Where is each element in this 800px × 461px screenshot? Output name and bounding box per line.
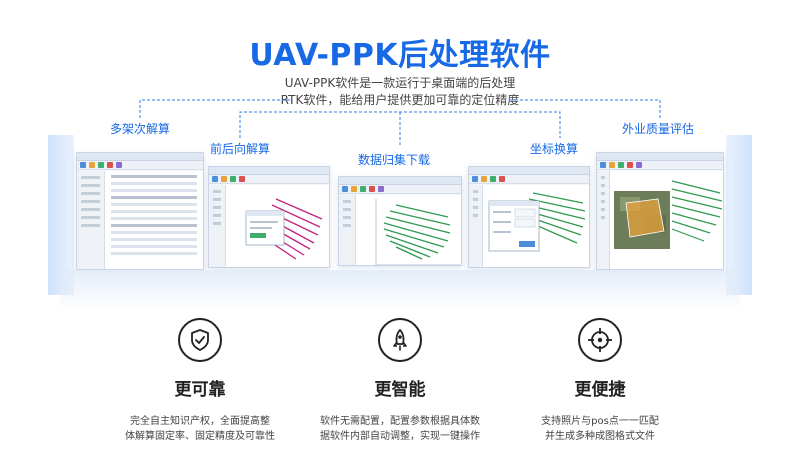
subtitle-line-1: UAV-PPK软件是一款运行于桌面端的后处理 <box>284 76 516 90</box>
window-toolbar <box>339 185 461 194</box>
subtitle: UAV-PPK软件是一款运行于桌面端的后处理 RTK软件，能给用户提供更加可靠的… <box>0 75 800 109</box>
subtitle-line-2: RTK软件，能给用户提供更加可靠的定位精度 <box>280 93 520 107</box>
feature-description: 完全自主知识产权，全面提高整 体解算固定率、固定精度及可靠性 <box>100 414 300 444</box>
panel-reflection <box>60 270 740 310</box>
feature-smart: 更智能 软件无需配置，配置参数根据具体数 据软件内部自动调整，实现一键操作 <box>300 318 500 444</box>
window-main <box>225 185 329 267</box>
feature-desc-line-2: 并生成多种成图格式文件 <box>545 431 655 442</box>
callout-forward-backward: 前后向解算 <box>210 142 271 156</box>
screenshot-quality-eval <box>596 152 724 270</box>
callout-data-download: 数据归集下载 <box>358 153 431 167</box>
window-main <box>483 185 589 267</box>
window-sidebar <box>469 185 484 267</box>
window-titlebar <box>77 153 203 161</box>
feature-title: 更便捷 <box>574 380 626 400</box>
feature-title: 更可靠 <box>174 380 226 400</box>
window-main <box>104 171 203 269</box>
crosshair-icon <box>578 318 622 362</box>
feature-desc-line-2: 据软件内部自动调整，实现一键操作 <box>320 431 480 442</box>
window-sidebar <box>339 195 357 265</box>
feature-reliable: 更可靠 完全自主知识产权，全面提高整 体解算固定率、固定精度及可靠性 <box>100 318 300 444</box>
right-edge-decoration <box>726 135 752 295</box>
window-toolbar <box>597 161 723 170</box>
flight-track-plot <box>375 199 461 265</box>
flight-track-plot <box>488 192 586 252</box>
callout-coordinate-convert: 坐标换算 <box>530 142 579 156</box>
survey-area <box>625 198 665 238</box>
window-titlebar <box>597 153 723 161</box>
feature-desc-line-1: 支持照片与pos点一一匹配 <box>541 416 659 427</box>
window-toolbar <box>469 175 589 184</box>
feature-convenient: 更便捷 支持照片与pos点一一匹配 并生成多种成图格式文件 <box>500 318 700 444</box>
callout-multi-solve: 多架次解算 <box>110 122 171 136</box>
callout-quality-eval: 外业质量评估 <box>622 122 695 136</box>
feature-desc-line-1: 软件无需配置，配置参数根据具体数 <box>320 416 480 427</box>
window-titlebar <box>469 167 589 175</box>
window-main <box>609 171 723 269</box>
feature-description: 软件无需配置，配置参数根据具体数 据软件内部自动调整，实现一键操作 <box>300 414 500 444</box>
window-titlebar <box>339 177 461 185</box>
screenshot-forward-backward <box>208 166 330 268</box>
flight-track-plot <box>245 198 323 260</box>
window-main <box>356 195 461 265</box>
feature-desc-line-2: 体解算固定率、固定精度及可靠性 <box>125 431 275 442</box>
window-toolbar <box>77 161 203 170</box>
window-sidebar <box>597 171 610 269</box>
left-edge-decoration <box>48 135 74 295</box>
rocket-icon <box>378 318 422 362</box>
shield-check-icon <box>178 318 222 362</box>
screenshot-multi-solve <box>76 152 204 270</box>
connector-right <box>510 99 661 118</box>
window-sidebar <box>209 185 226 267</box>
feature-title: 更智能 <box>374 380 426 400</box>
page-title: UAV-PPK后处理软件 <box>249 38 551 73</box>
screenshot-coordinate-convert <box>468 166 590 268</box>
window-sidebar <box>77 171 105 269</box>
connector-left <box>139 99 290 118</box>
feature-description: 支持照片与pos点一一匹配 并生成多种成图格式文件 <box>500 414 700 444</box>
map-overlay-plot <box>613 180 722 249</box>
feature-desc-line-1: 完全自主知识产权，全面提高整 <box>130 416 270 427</box>
screenshot-data-download <box>338 176 462 266</box>
window-titlebar <box>209 167 329 175</box>
window-toolbar <box>209 175 329 184</box>
